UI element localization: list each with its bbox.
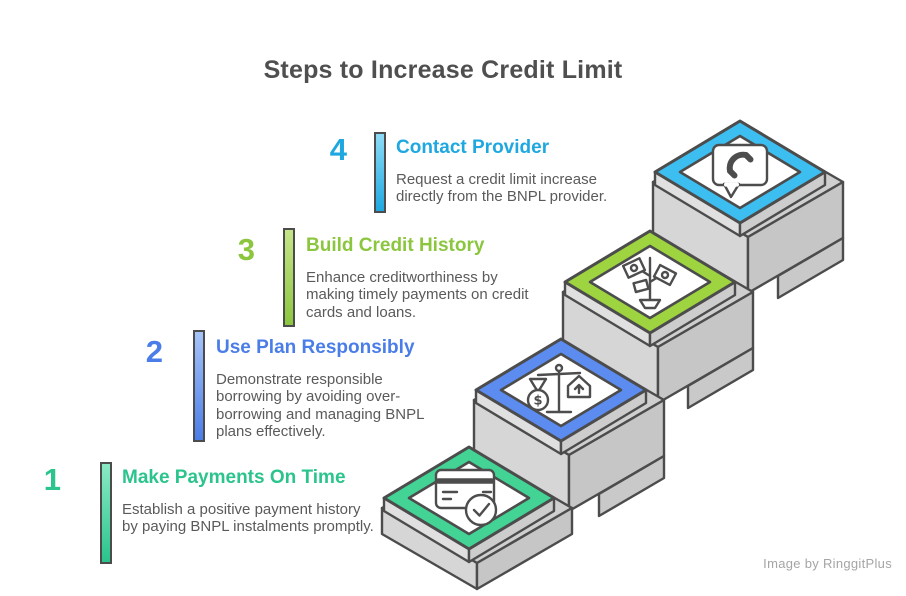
step-2-title: Use Plan Responsibly [216,337,415,358]
step-2-platform: $ [472,337,666,518]
step-3-content: Build Credit History Enhance creditworth… [306,235,546,321]
dollar-sign: $ [533,394,542,409]
step-4-platform [651,119,845,300]
page-title: Steps to Increase Credit Limit [263,56,623,84]
step-4-number: 4 [329,132,347,167]
step-2-description: Demonstrate responsible borrowing by avo… [216,370,424,440]
money-plant-icon [621,256,678,310]
step-1-number: 1 [43,462,61,497]
step-1-content: Make Payments On Time Establish a positi… [122,467,377,536]
step-4-title: Contact Provider [396,137,550,158]
step-2-content: Use Plan Responsibly Demonstrate respons… [216,337,434,440]
step-1-description: Establish a positive payment history by … [122,500,374,536]
step-3-number: 3 [237,232,255,267]
step-2-accent-bar [193,330,205,442]
credit-card-check-icon [434,468,498,527]
step-3-title: Build Credit History [306,235,485,256]
step-1-title: Make Payments On Time [122,467,346,488]
step-2-number: 2 [145,334,163,369]
step-4-description: Request a credit limit increase directly… [396,170,608,206]
image-attribution: Image by RinggitPlus [763,556,892,571]
step-1-accent-bar [100,462,112,564]
step-4-accent-bar [374,132,386,213]
balance-scale-icon: $ [526,363,592,414]
step-4-content: Contact Provider Request a credit limit … [396,137,611,206]
step-3-platform [561,229,755,410]
phone-speech-bubble-icon [711,143,769,199]
step-1-platform [380,445,574,591]
step-3-description: Enhance creditworthiness by making timel… [306,268,529,321]
step-3-accent-bar [283,228,295,327]
